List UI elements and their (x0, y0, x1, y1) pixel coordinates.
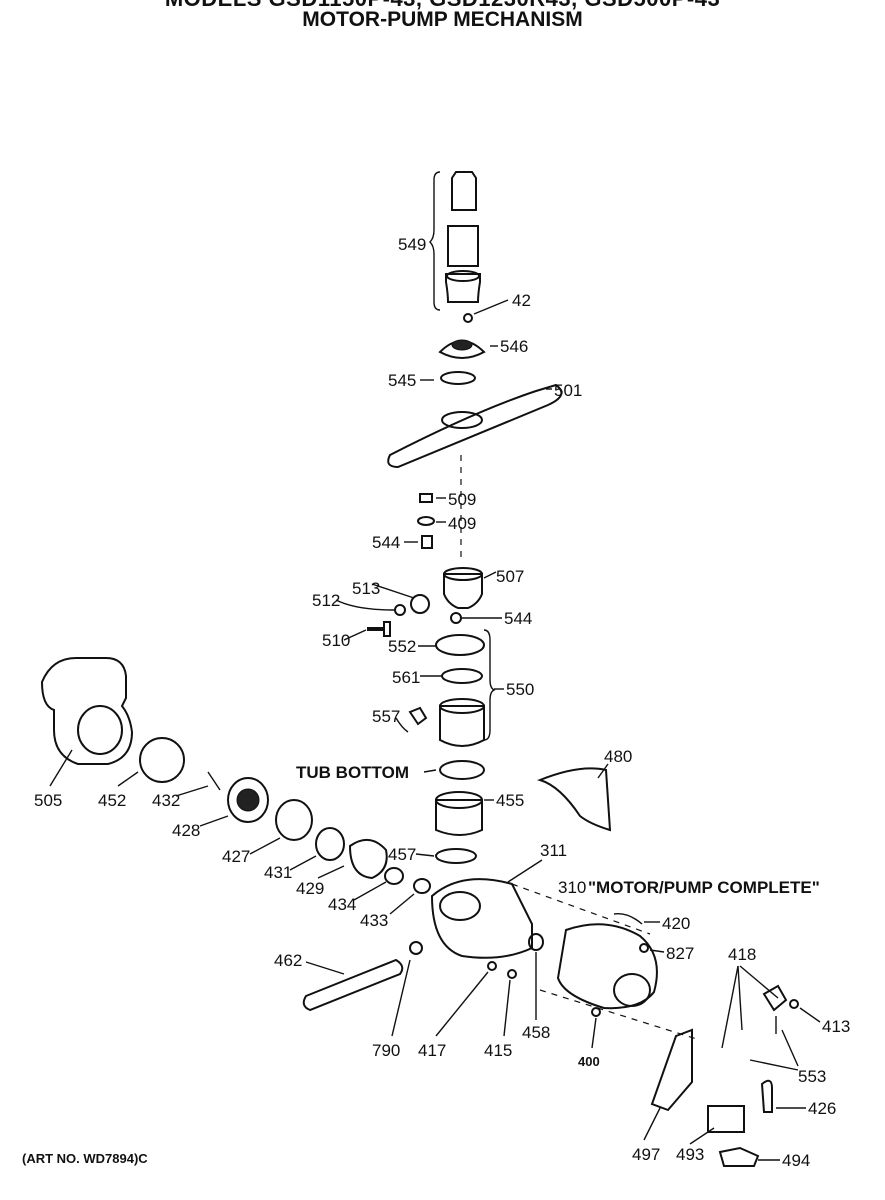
part-427-ring (249, 799, 313, 855)
part-431-ring (289, 827, 345, 871)
part-513-impeller (371, 583, 430, 614)
label-497: 497 (632, 1145, 660, 1164)
label-426: 426 (808, 1099, 836, 1118)
label-507: 507 (496, 567, 524, 586)
part-557-pump-body (395, 698, 485, 747)
part-546-cap (438, 339, 498, 359)
label-552: 552 (388, 637, 416, 656)
part-409-washer (417, 516, 446, 526)
part-400-screw (591, 1007, 601, 1049)
part-505-housing (40, 657, 134, 787)
part-426-pin (760, 1079, 806, 1113)
part-pump-housing (430, 878, 533, 959)
label-400: 400 (578, 1054, 600, 1069)
part-790-clip (391, 941, 423, 1037)
part-42-screw (463, 299, 509, 323)
label-311: 311 (540, 841, 567, 860)
label-452: 452 (98, 791, 126, 810)
label-458: 458 (522, 1023, 550, 1042)
part-493-switch (689, 1105, 745, 1145)
part-433-nut (389, 878, 431, 915)
label-431: 431 (264, 863, 292, 882)
label-510: 510 (322, 631, 350, 650)
part-434-cap (353, 867, 404, 901)
part-827-screw (639, 943, 665, 953)
label-427: 427 (222, 847, 250, 866)
part-507-housing (443, 567, 497, 609)
label-455: 455 (496, 791, 524, 810)
label-420: 420 (662, 914, 690, 933)
part-561-disk (420, 668, 483, 684)
label-790: 790 (372, 1041, 400, 1060)
label-457: 457 (388, 845, 416, 864)
label-512: 512 (312, 591, 340, 610)
part-512-washer (335, 599, 406, 616)
label-557: 557 (372, 707, 400, 726)
part-418-leads (721, 965, 779, 1049)
label-417: 417 (418, 1041, 446, 1060)
label-550: 550 (506, 680, 534, 699)
part-544-nut-lower (450, 612, 502, 624)
label-494: 494 (782, 1151, 810, 1170)
part-494-block (718, 1146, 780, 1167)
part-462-drain-hose (302, 958, 404, 1012)
part-417-bolt (435, 961, 497, 1037)
part-432-spring (175, 771, 221, 797)
label-432: 432 (152, 791, 180, 810)
label-tub-bottom: TUB BOTTOM (296, 763, 409, 782)
label-413: 413 (822, 1017, 850, 1036)
label-429: 429 (296, 879, 324, 898)
label-509: 509 (448, 490, 476, 509)
part-545-ring (420, 371, 476, 385)
part-544-nut-upper (404, 535, 433, 549)
part-501-spray-arm (387, 383, 563, 469)
part-413-clip (789, 999, 821, 1023)
part-420-wire (613, 913, 660, 925)
label-415: 415 (484, 1041, 512, 1060)
label-513: 513 (352, 579, 380, 598)
label-434: 434 (328, 895, 356, 914)
part-458-bushing (528, 933, 544, 1020)
label-462: 462 (274, 951, 302, 970)
label-409: 409 (448, 514, 476, 533)
label-553: 553 (798, 1067, 826, 1086)
diagram-title-models: MODELS GSD1150P-43, GSD1230R43, GSD500P-… (0, 0, 885, 12)
part-509-bolt (419, 493, 446, 503)
label-549: 549 (398, 235, 426, 254)
label-545: 545 (388, 371, 416, 390)
label-561: 561 (392, 668, 420, 687)
part-550-bracket (483, 629, 504, 741)
label-546: 546 (500, 337, 528, 356)
label-433: 433 (360, 911, 388, 930)
label-544-upper: 544 (372, 533, 400, 552)
label-42: 42 (512, 291, 531, 310)
part-452-clamp (117, 737, 185, 787)
part-552-gear (418, 634, 485, 656)
label-544-lower: 544 (504, 609, 532, 628)
diagram-title: MOTOR-PUMP MECHANISM (302, 8, 583, 31)
label-493: 493 (676, 1145, 704, 1164)
part-549-tube-assembly (429, 171, 481, 311)
part-510-bolt (343, 621, 391, 641)
label-418: 418 (728, 945, 756, 964)
part-480-shield (536, 763, 612, 832)
label-505: 505 (34, 791, 62, 810)
label-501: 501 (554, 381, 582, 400)
part-457-clamp (415, 848, 477, 864)
label-480: 480 (604, 747, 632, 766)
part-415-nut (503, 969, 517, 1037)
part-455-seal (435, 791, 494, 836)
label-827: 827 (666, 944, 694, 963)
part-497-bracket (643, 1028, 693, 1141)
label-310: 310 (558, 878, 586, 897)
part-428-filter (199, 777, 269, 827)
label-motor-pump-complete: "MOTOR/PUMP COMPLETE" (588, 878, 820, 897)
art-number: (ART NO. WD7894)C (22, 1151, 148, 1166)
label-428: 428 (172, 821, 200, 840)
part-tub-gasket (423, 760, 485, 780)
part-553-springs (749, 984, 799, 1071)
part-429-impeller (317, 839, 388, 880)
part-motor (556, 923, 658, 1010)
